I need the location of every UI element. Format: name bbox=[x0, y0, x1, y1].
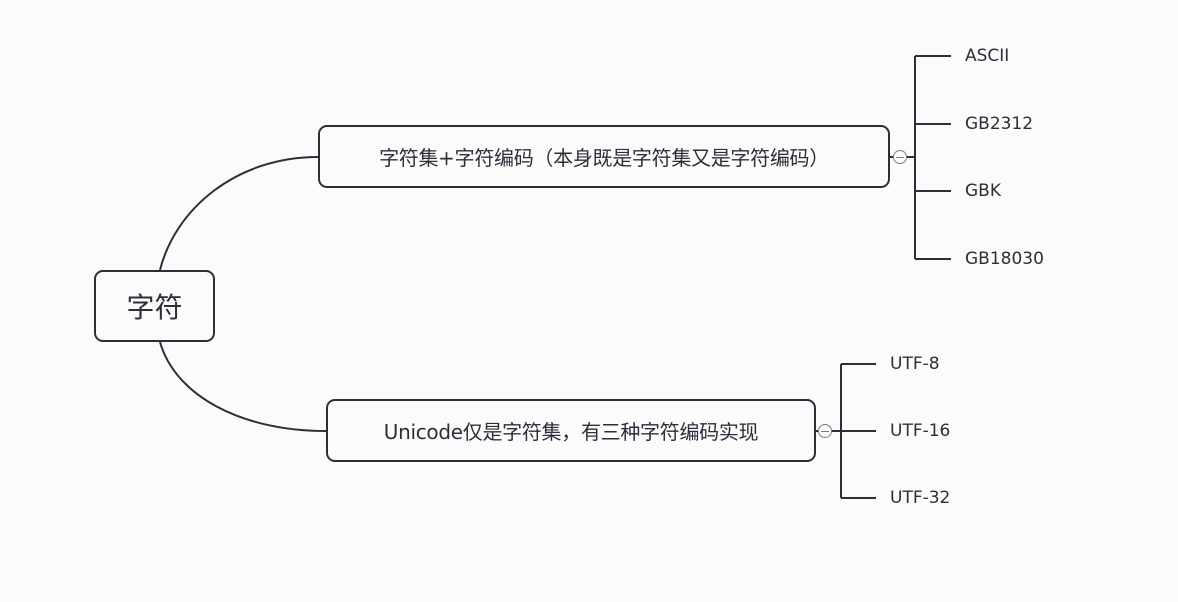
leaf-node-utf-32[interactable]: UTF-32 bbox=[890, 488, 951, 508]
branch-node-charset-and-encoding[interactable]: 字符集+字符编码（本身既是字符集又是字符编码） bbox=[318, 125, 890, 188]
leaf-node-gbk[interactable]: GBK bbox=[965, 181, 1001, 201]
leaf-node-ascii[interactable]: ASCII bbox=[965, 46, 1010, 66]
leaf-node-utf-8[interactable]: UTF-8 bbox=[890, 354, 940, 374]
root-node-label: 字符 bbox=[126, 291, 183, 324]
branch-node-label: Unicode仅是字符集，有三种字符编码实现 bbox=[383, 420, 759, 444]
root-node[interactable]: 字符 bbox=[94, 270, 215, 342]
root-to-top-branch-connector bbox=[159, 156, 319, 271]
branch-node-unicode[interactable]: Unicode仅是字符集，有三种字符编码实现 bbox=[326, 399, 816, 462]
leaf-node-gb18030[interactable]: GB18030 bbox=[965, 249, 1044, 269]
leaf-node-gb2312[interactable]: GB2312 bbox=[965, 114, 1034, 134]
leaf-node-utf-16[interactable]: UTF-16 bbox=[890, 421, 951, 441]
collapse-minus-icon[interactable] bbox=[893, 150, 907, 164]
collapse-minus-icon[interactable] bbox=[818, 424, 832, 438]
branch-node-label: 字符集+字符编码（本身既是字符集又是字符编码） bbox=[379, 146, 829, 170]
root-to-bottom-branch-connector bbox=[159, 341, 327, 432]
